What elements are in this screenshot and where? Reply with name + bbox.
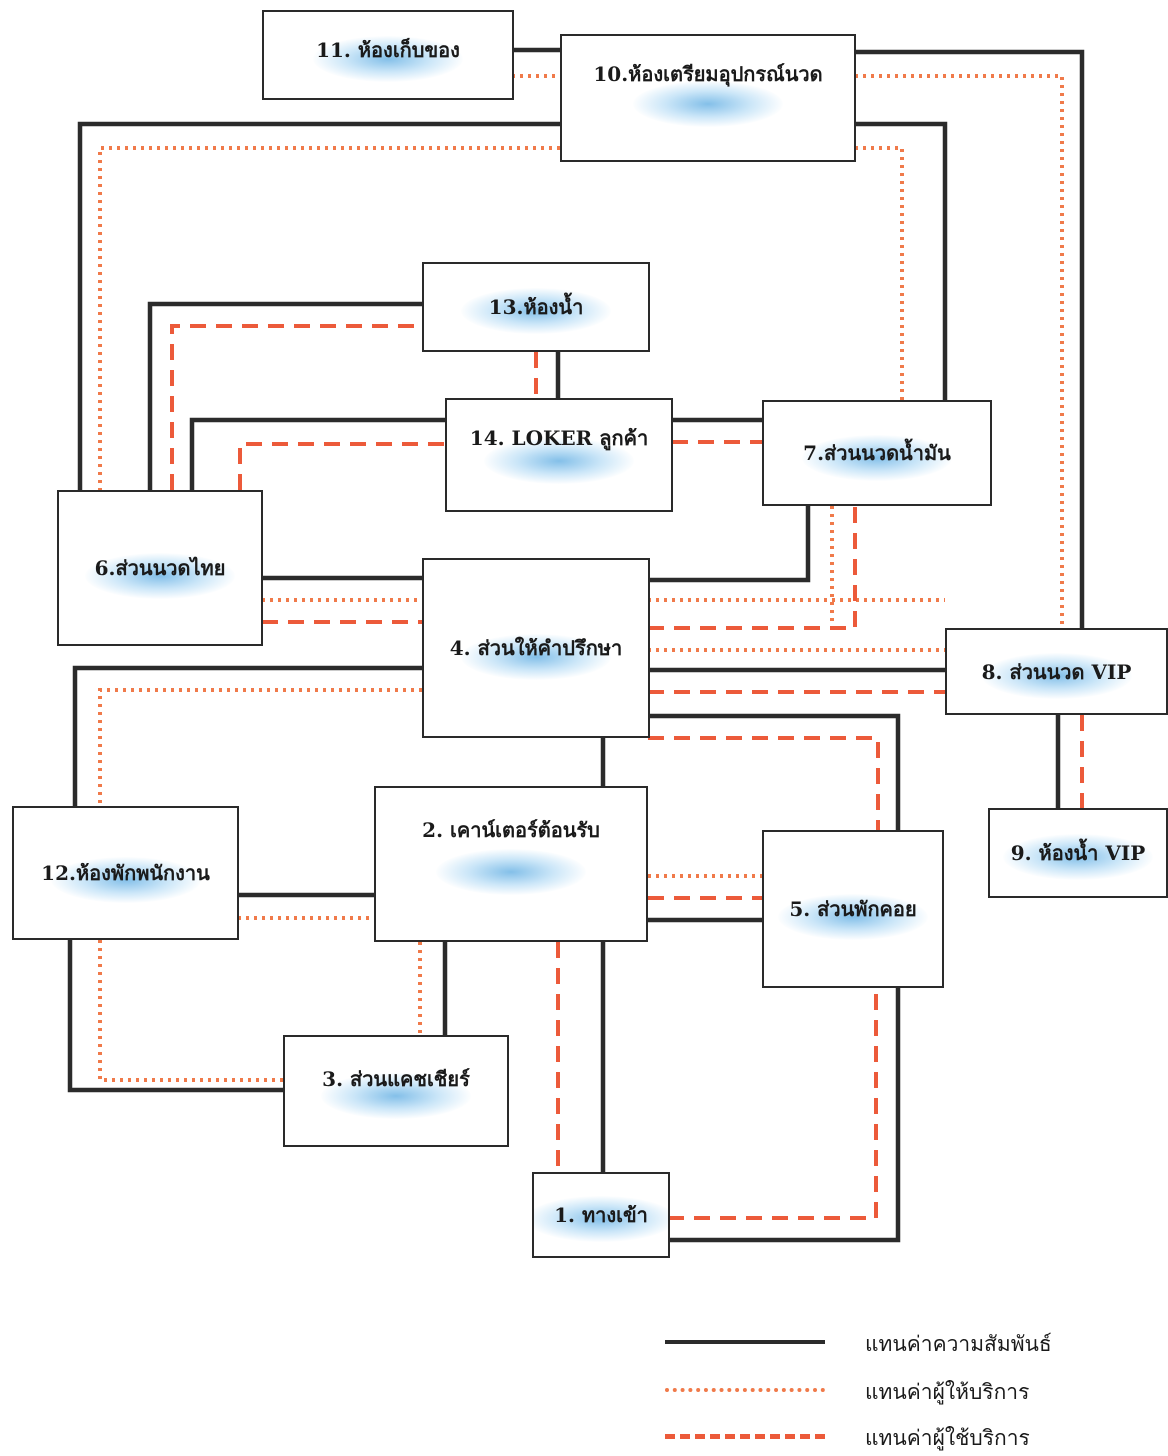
relationship-line [72,665,422,806]
provider-line [855,146,904,400]
room-consultation: 4. ส่วนให้คำปรึกษา [422,558,650,738]
room-vip-restroom: 9. ห้องน้ำ VIP [988,808,1168,898]
room-label: 8. ส่วนนวด VIP [981,659,1132,684]
legend-item-provider: แทนค่าผู้ให้บริการ [665,1370,1125,1410]
room-label: 13.ห้องน้ำ [488,295,584,319]
room-cashier: 3. ส่วนแคชเชียร์ [283,1035,509,1147]
room-restroom: 13.ห้องน้ำ [422,262,650,352]
relationship-line [855,121,948,400]
room-label: 1. ทางเข้า [554,1203,648,1227]
relationship-line [67,940,283,1093]
room-label: 5. ส่วนพักคอย [789,897,917,921]
room-label: 12.ห้องพักพนักงาน [41,861,210,885]
user-line [648,506,857,630]
user-line [648,736,880,830]
provider-line [98,146,560,490]
provider-line [855,74,1064,628]
user-line [170,324,422,490]
relationship-lines [67,47,1085,1243]
user-lines [170,324,1084,1220]
relationship-line [855,49,1085,628]
room-reception-counter: 2. เคาน์เตอร์ต้อนรับ [374,786,648,942]
relationship-line [648,506,811,583]
room-label: 7.ส่วนนวดน้ำมัน [803,441,951,465]
room-vip-massage: 8. ส่วนนวด VIP [945,628,1168,715]
room-label: 10.ห้องเตรียมอุปกรณ์นวด [593,62,823,86]
relationship-line [189,417,445,490]
room-label: 6.ส่วนนวดไทย [94,556,226,580]
user-line [668,988,878,1220]
legend-item-relationship: แทนค่าความสัมพันธ์ [665,1322,1125,1362]
room-waiting-area: 5. ส่วนพักคอย [762,830,944,988]
room-label: 2. เคาน์เตอร์ต้อนรับ [422,818,600,842]
legend-dotted-line-swatch [665,1388,825,1392]
legend-item-user: แทนค่าผู้ใช้บริการ [665,1416,1125,1456]
relationship-line [668,988,901,1243]
room-label: 9. ห้องน้ำ VIP [1010,841,1146,865]
relationship-line [147,301,422,490]
user-line [238,442,445,490]
legend-label: แทนค่าผู้ให้บริการ [865,1380,1030,1404]
room-entrance: 1. ทางเข้า [532,1172,670,1258]
room-staff-lounge: 12.ห้องพักพนักงาน [12,806,239,940]
provider-line [98,940,283,1082]
legend-dashed-line-swatch [665,1434,825,1439]
provider-lines [98,74,1064,1082]
room-thai-massage: 6.ส่วนนวดไทย [57,490,263,646]
room-label: 3. ส่วนแคชเชียร์ [322,1067,470,1091]
relationship-line [77,121,560,490]
provider-line [98,688,422,806]
legend-label: แทนค่าผู้ใช้บริการ [865,1426,1030,1450]
legend-label: แทนค่าความสัมพันธ์ [865,1332,1052,1356]
room-massage-equipment-prep: 10.ห้องเตรียมอุปกรณ์นวด [560,34,856,162]
room-label: 4. ส่วนให้คำปรึกษา [449,636,623,660]
room-label: 14. LOKER ลูกค้า [469,426,649,450]
relationship-line [648,713,901,830]
room-storage: 11. ห้องเก็บของ [262,10,514,100]
legend-solid-line-swatch [665,1340,825,1344]
room-oil-massage: 7.ส่วนนวดน้ำมัน [762,400,992,506]
room-label: 11. ห้องเก็บของ [316,38,460,62]
room-customer-locker: 14. LOKER ลูกค้า [445,398,673,512]
